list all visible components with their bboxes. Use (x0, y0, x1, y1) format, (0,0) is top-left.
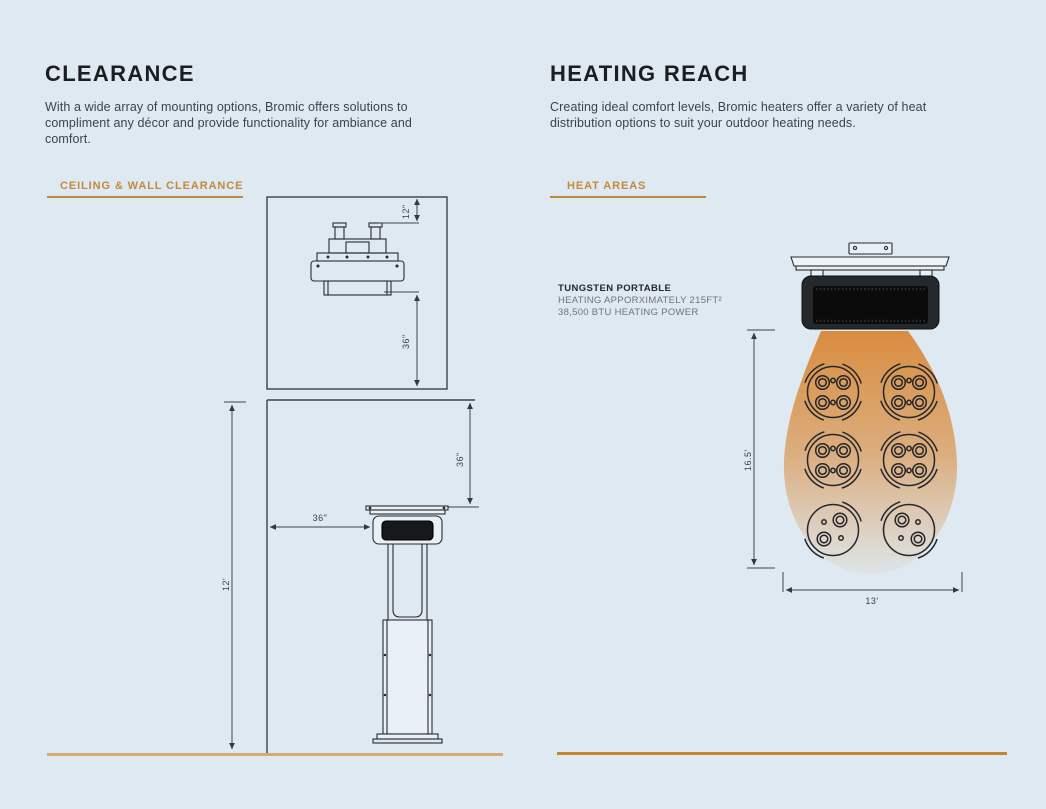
heat-cone (783, 331, 958, 574)
ceiling-clearance-diagram: 12" 36" (266, 196, 448, 390)
portable-heater-drawing (365, 505, 449, 744)
heat-area-diagram: 16.5' 13' (743, 242, 963, 606)
product-name: TUNGSTEN PORTABLE (558, 283, 672, 294)
dim-reach-width: 13' (782, 572, 963, 606)
dim-wall-clearance-label: 36" (313, 513, 328, 523)
product-spec-area: HEATING APPORXIMATELY 215FT² (558, 295, 722, 306)
heat-areas-underline (550, 196, 706, 198)
footer-rule-right (557, 752, 1007, 755)
dim-mount-drop-label: 12" (401, 204, 411, 219)
dim-height-label: 12' (221, 578, 231, 591)
dim-reach-length-label: 16.5' (743, 449, 753, 471)
dim-wall-clearance: 36" (269, 513, 371, 530)
heating-reach-description: Creating ideal comfort levels, Bromic he… (550, 100, 927, 130)
product-spec-power: 38,500 BTU HEATING POWER (558, 306, 699, 318)
product-specs: HEATING APPORXIMATELY 215FT² 38,500 BTU … (558, 295, 722, 318)
dim-clearance-below-label: 36" (401, 334, 411, 349)
heater-top-view (790, 242, 950, 330)
clearance-title: CLEARANCE (45, 61, 195, 86)
heating-reach-title: HEATING REACH (550, 61, 749, 86)
ceiling-wall-clearance-label: CEILING & WALL CLEARANCE (60, 180, 244, 192)
floor-clearance-diagram: 12' 36" 36" (221, 399, 479, 753)
dim-reach-width-label: 13' (865, 596, 878, 606)
ceiling-heater-drawing (310, 222, 405, 296)
ceiling-box-outline (266, 196, 448, 390)
dim-reach-length: 16.5' (743, 329, 775, 569)
footer-rule-left (47, 753, 503, 756)
dim-height: 12' (221, 401, 246, 750)
clearance-description: With a wide array of mounting options, B… (45, 100, 412, 146)
dim-clearance-below: 36" (384, 291, 420, 387)
dim-ceiling-clearance-label: 36" (455, 452, 465, 467)
dim-mount-drop: 12" (378, 198, 420, 224)
dim-ceiling-clearance: 36" (446, 402, 479, 508)
heat-areas-label: HEAT AREAS (567, 180, 647, 192)
ceiling-wall-clearance-underline (47, 196, 243, 198)
